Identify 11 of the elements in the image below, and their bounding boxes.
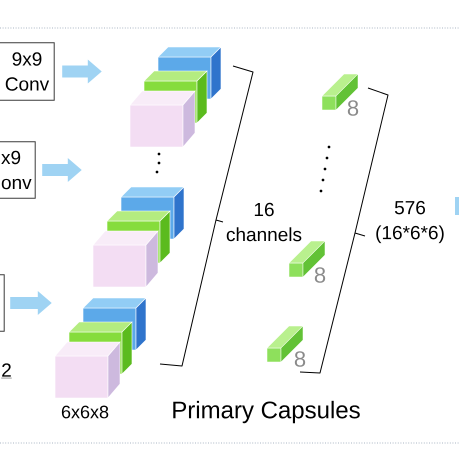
- layer-title: Primary Capsules: [173, 400, 360, 424]
- size-label: 8: [348, 100, 358, 116]
- bracket-label: 576 (16*6*6): [376, 200, 444, 244]
- size-label: 8: [294, 351, 306, 367]
- layer-box: [0, 274, 5, 332]
- text-fragment: 2: [1, 363, 12, 378]
- layer-box: 9x9 Conv: [0, 42, 55, 101]
- size-label: 8: [314, 267, 326, 283]
- size-label: 6x6x8: [62, 406, 108, 418]
- layer-box: x9 onv: [0, 141, 36, 199]
- bracket-label: 16 channels: [226, 202, 302, 242]
